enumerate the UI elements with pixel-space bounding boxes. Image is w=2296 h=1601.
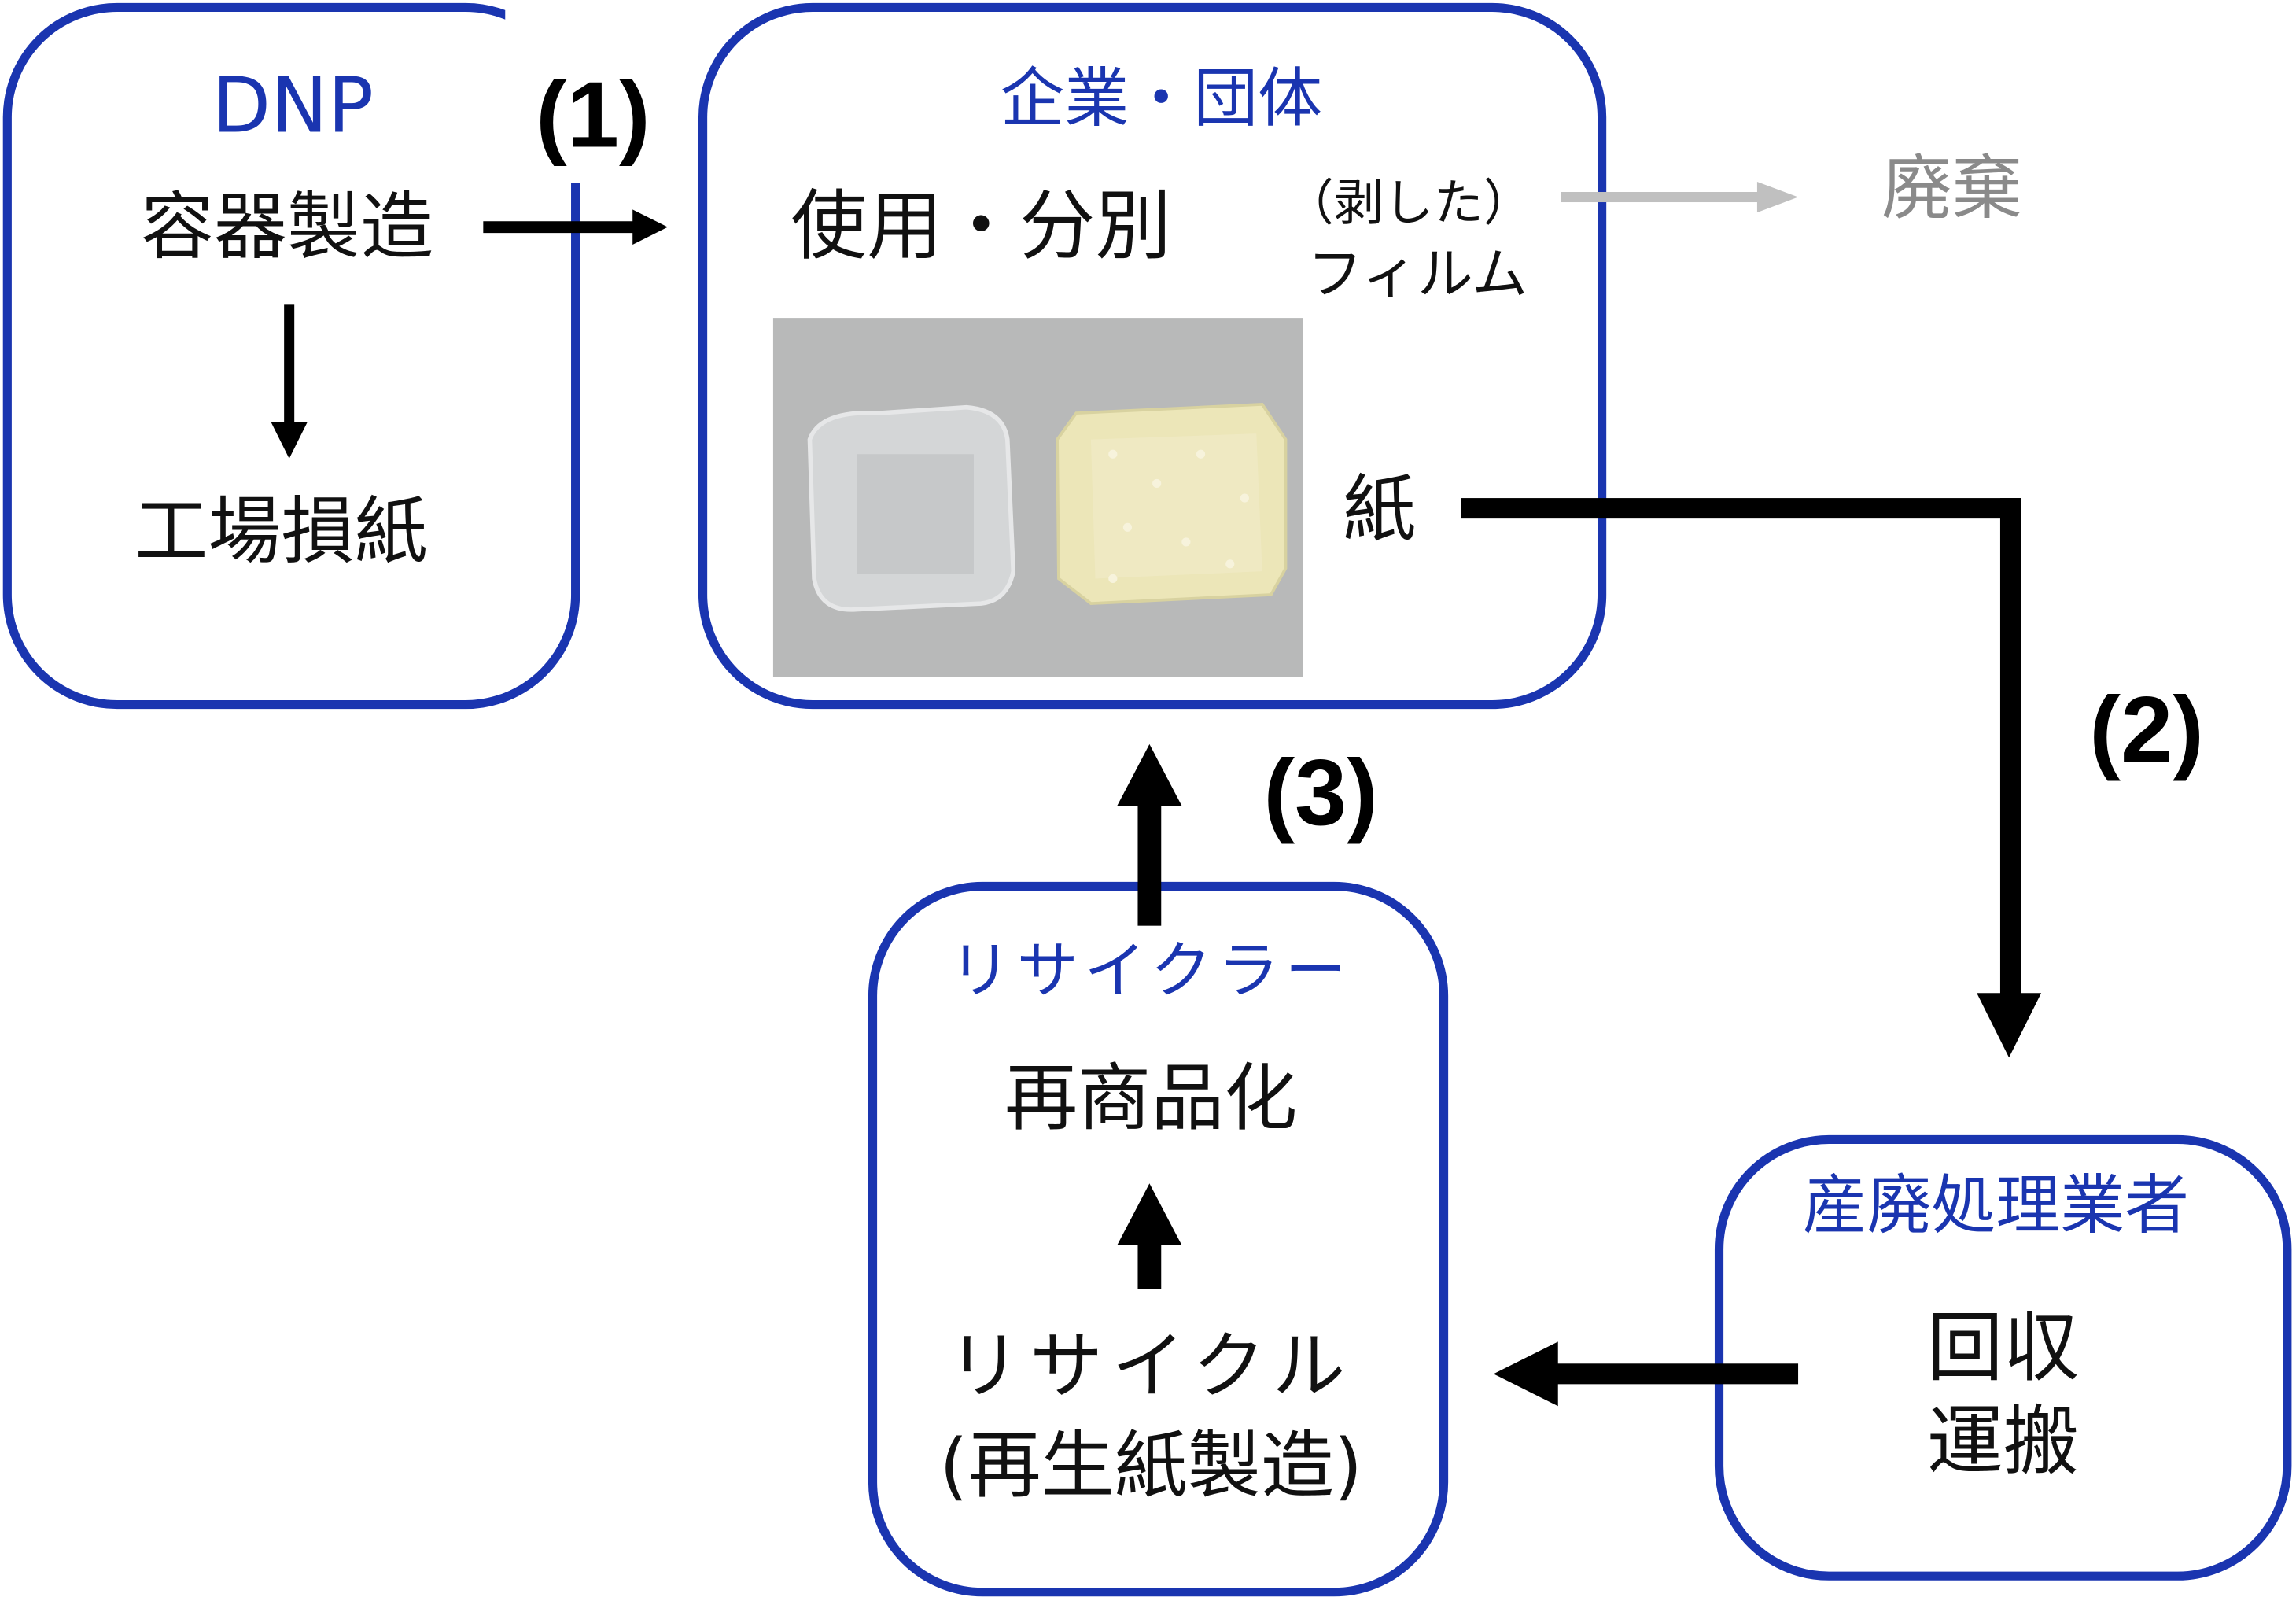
company-use-sort: 使用・分別 xyxy=(791,181,1171,270)
waste-processor-title: 産廃処理業者 xyxy=(1803,1168,2189,1243)
disposal-label: 廃棄 xyxy=(1881,148,2022,230)
recycler-title: リサイクラー xyxy=(949,935,1352,1006)
waste-processor-transport: 運搬 xyxy=(1927,1396,2080,1485)
flow-label-1: (1) xyxy=(536,62,650,167)
arrow-waste-processor-to-recycler xyxy=(1493,1341,1799,1407)
arrow-dnp-to-company xyxy=(483,209,668,245)
arrow-recycler-to-company xyxy=(1117,743,1182,926)
company-paper: 紙 xyxy=(1343,467,1416,552)
company-title: 企業・団体 xyxy=(1000,61,1322,136)
waste-processor-collection: 回収 xyxy=(1927,1303,2080,1392)
paper-tray-image xyxy=(1056,403,1288,606)
waste-processor-box xyxy=(1714,1134,2292,1581)
arrow-down-to-factory-waste xyxy=(271,304,308,459)
recycler-recycled-paper-manufacturing: (再生紙製造) xyxy=(939,1423,1362,1508)
arrow-film-to-disposal xyxy=(1561,181,1799,213)
peeled-film-line1: （剥した） xyxy=(1284,173,1533,231)
product-photo xyxy=(772,318,1303,677)
dnp-factory-waste-paper: 工場損紙 xyxy=(135,489,427,574)
peeled-film-line2: フィルム xyxy=(1307,241,1528,306)
arrow-paper-to-waste-processor xyxy=(1461,498,2042,1058)
dnp-title: DNP xyxy=(212,61,374,150)
arrow-recycle-to-recommercialize xyxy=(1117,1183,1182,1289)
film-tray-image xyxy=(807,404,1016,612)
recycler-recycle: リサイクル xyxy=(948,1324,1354,1409)
dnp-container-manufacturing: 容器製造 xyxy=(141,184,433,269)
flow-label-2: (2) xyxy=(2089,677,2204,782)
recycler-recommercialization: 再商品化 xyxy=(1004,1056,1297,1141)
flow-label-3: (3) xyxy=(1263,740,1378,845)
